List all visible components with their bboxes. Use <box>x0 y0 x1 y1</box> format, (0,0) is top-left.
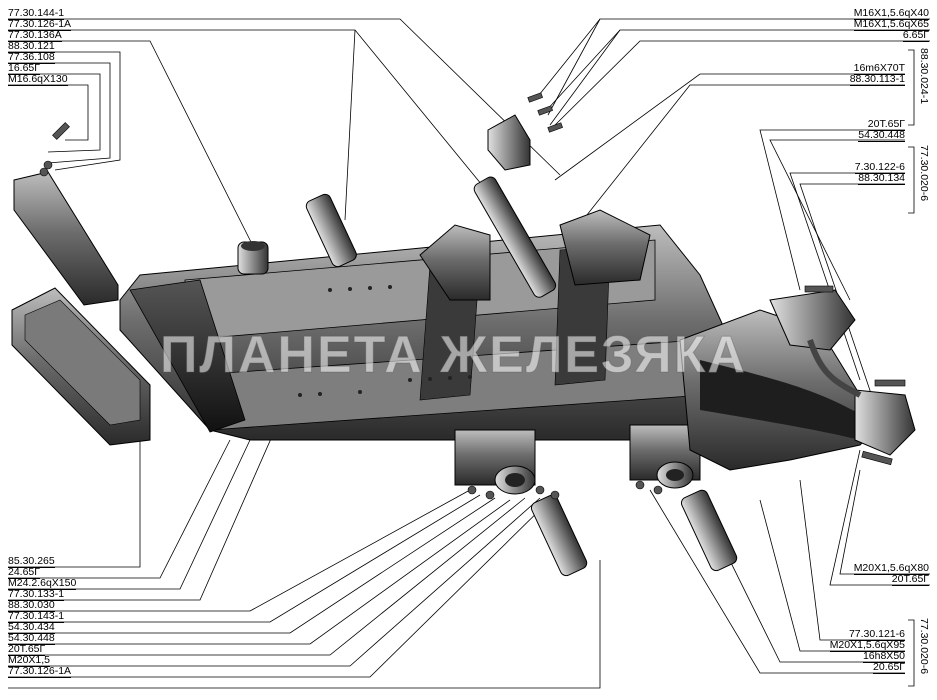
label-88-30-113-1: 88.30.113-1 <box>849 73 905 86</box>
label-77-30-133-1: 77.30.133-1 <box>8 588 65 601</box>
lower-sockets <box>454 424 701 495</box>
label-88-30-121: 88.30.121 <box>8 40 55 53</box>
label-88-30-134: 88.30.134 <box>858 172 905 185</box>
label-88-30-030: 88.30.030 <box>8 599 55 612</box>
label-7-30-122-6: 7.30.122-6 <box>854 161 905 174</box>
watermark: ПЛАНЕТА ЖЕЛЕЗЯКА <box>160 326 747 385</box>
upper-brackets <box>419 114 651 301</box>
group-label-88-30-024-1: 88.30.024-1 <box>918 48 930 105</box>
label-m20x1-5-6qx80: М20Х1,5.6qX80 <box>853 562 929 575</box>
mounting-bracket <box>11 171 151 446</box>
label-77-30-126-1a-bottom: 77.30.126-1А <box>8 665 72 678</box>
label-16-65g: 16.65Г <box>8 62 40 75</box>
pins <box>237 176 738 577</box>
right-leg-assembly <box>679 289 916 471</box>
label-77-36-108: 77.36.108 <box>8 51 55 64</box>
label-6-65g: 6.65Г <box>902 29 929 42</box>
label-20t-65g-bottom: 20Т.65Г <box>8 643 46 656</box>
label-77-30-144-1: 77.30.144-1 <box>8 7 65 20</box>
label-16h8x50: 16h8X50 <box>862 650 905 663</box>
label-24-65g: 24.65Г <box>8 566 40 579</box>
label-54-30-448: 54.30.448 <box>858 129 905 142</box>
label-77-30-143-1: 77.30.143-1 <box>8 610 65 623</box>
group-label-77-30-020-6-lower: 77.30.020-6 <box>918 618 930 675</box>
label-m16x1-5-6qx40: М16Х1,5.6qX40 <box>853 7 929 20</box>
label-m24-2-6qx150: М24.2.6qX150 <box>8 577 77 590</box>
bolts <box>39 92 906 500</box>
label-m16-6qx130: М16.6qX130 <box>8 73 68 86</box>
label-20-65g: 20.65Г <box>873 661 905 674</box>
label-85-30-265: 85.30.265 <box>8 555 55 568</box>
group-label-77-30-020-6-upper: 77.30.020-6 <box>918 145 930 202</box>
label-77-30-126-1a: 77.30.126-1А <box>8 18 72 31</box>
label-20t-65g: 20Т.65Г <box>867 118 905 131</box>
label-20t-65g-right: 20Т.65Г <box>891 573 929 586</box>
label-16m6x70t: 16m6X70T <box>853 62 905 75</box>
label-77-30-121-6: 77.30.121-6 <box>848 628 905 641</box>
label-54-30-448: 54.30.448 <box>8 632 55 645</box>
label-m20x1-5-6qx95: М20Х1,5.6qX95 <box>829 639 905 652</box>
label-m20x1-5: М20Х1,5 <box>8 654 51 667</box>
label-m16x1-5-6qx65: М16Х1,5.6qX65 <box>853 18 929 31</box>
label-77-30-136a: 77.30.136А <box>8 29 62 42</box>
label-54-30-434: 54.30.434 <box>8 621 55 634</box>
